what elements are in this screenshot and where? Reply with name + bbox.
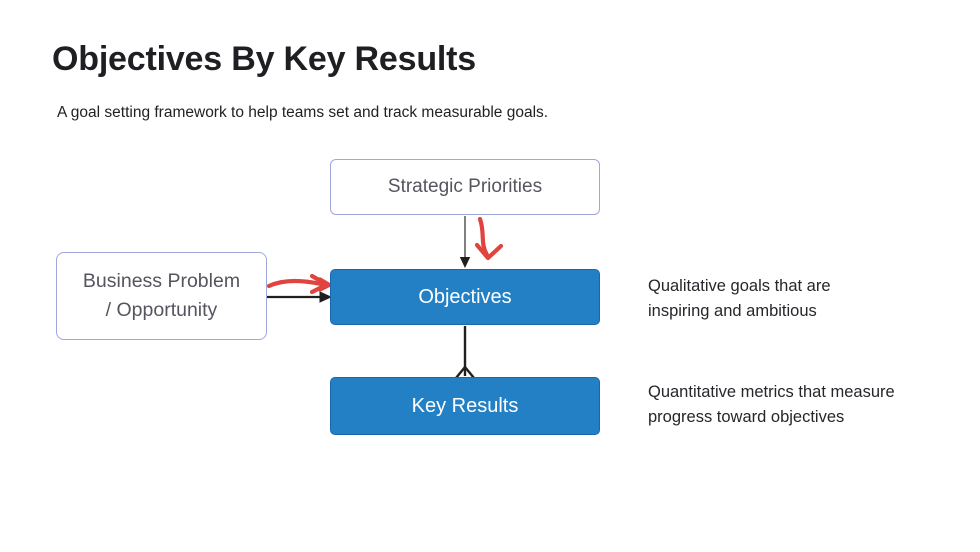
node-business-problem-opportunity: Business Problem / Opportunity [56,252,267,340]
node-objectives: Objectives [330,269,600,325]
node-key-results: Key Results [330,377,600,435]
annotation-objectives-line-2: inspiring and ambitious [648,302,817,320]
annotation-objectives-line-1: Qualitative goals that are [648,277,831,295]
annotation-objectives: Qualitative goals that are inspiring and… [648,274,831,324]
red-arrow-into-objectives-left-icon [266,273,332,295]
annotation-key-results-line-2: progress toward objectives [648,408,845,426]
node-business-line-1: Business Problem [82,269,241,292]
arrow-business-to-objectives [266,291,332,303]
annotation-key-results: Quantitative metrics that measure progre… [648,380,895,430]
page-subtitle: A goal setting framework to help teams s… [57,104,549,121]
node-strategic-priorities: Strategic Priorities [330,159,600,215]
arrow-objectives-to-keyresults [454,326,476,380]
annotation-key-results-line-1: Quantitative metrics that measure [648,383,895,401]
page-title: Objectives By Key Results [52,40,476,78]
node-business-line-2: / Opportunity [105,299,218,321]
red-arrow-into-objectives-top-icon [474,216,504,261]
arrow-strategic-to-objectives [459,216,471,268]
